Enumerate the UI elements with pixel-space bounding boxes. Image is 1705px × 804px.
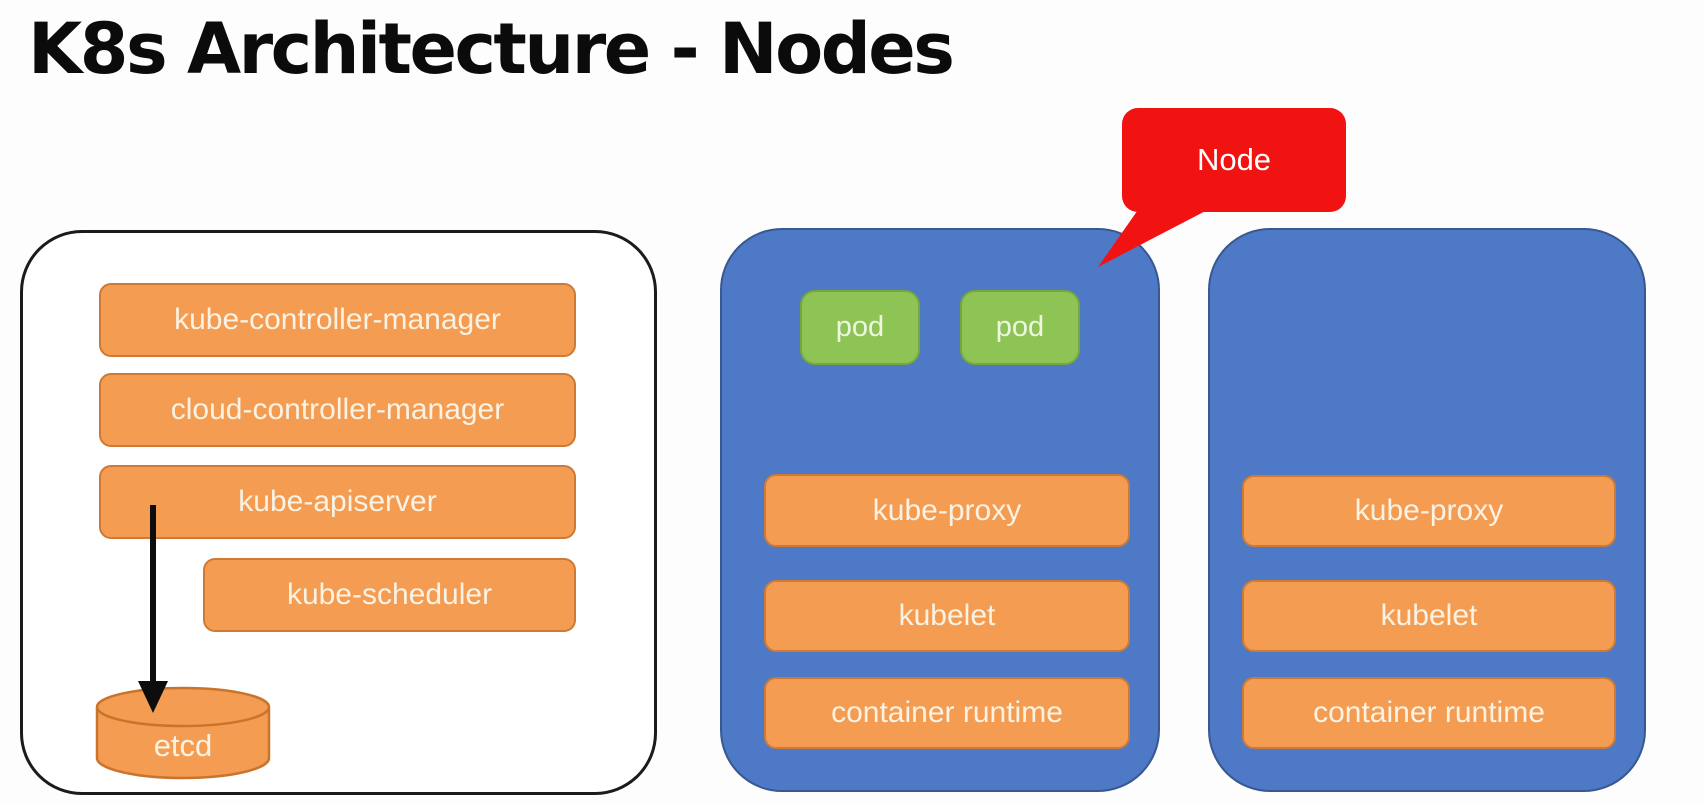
component-kube-controller-manager: kube-controller-manager (99, 283, 576, 357)
apiserver-to-etcd-arrow (138, 505, 168, 713)
component-kube-proxy: kube-proxy (764, 474, 1130, 547)
component-kube-scheduler: kube-scheduler (203, 558, 576, 632)
component-container-runtime: container runtime (1242, 677, 1616, 749)
slide-title: K8s Architecture - Nodes (28, 8, 955, 90)
node-box-2: kube-proxy kubelet container runtime (1208, 228, 1646, 792)
node-box-1: pod pod kube-proxy kubelet container run… (720, 228, 1160, 792)
etcd-label: etcd (153, 728, 213, 763)
node-callout-label: Node (1196, 142, 1272, 177)
component-kubelet: kubelet (1242, 580, 1616, 652)
etcd-cylinder: etcd (95, 686, 271, 780)
component-kubelet: kubelet (764, 580, 1130, 652)
pod-box: pod (960, 290, 1080, 365)
control-plane-box: kube-controller-manager cloud-controller… (20, 230, 657, 795)
node-callout-tail (1098, 197, 1217, 267)
component-kube-apiserver: kube-apiserver (99, 465, 576, 539)
component-cloud-controller-manager: cloud-controller-manager (99, 373, 576, 447)
node-callout: Node (1122, 108, 1346, 212)
component-container-runtime: container runtime (764, 677, 1130, 749)
component-kube-proxy: kube-proxy (1242, 475, 1616, 547)
pod-box: pod (800, 290, 920, 365)
etcd-cylinder-shape (95, 686, 271, 780)
